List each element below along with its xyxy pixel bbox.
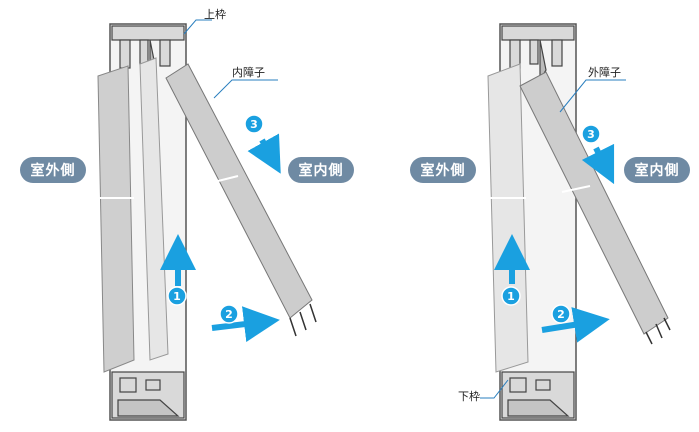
right-diagram: 1 2 3 <box>480 23 671 421</box>
svg-text:2: 2 <box>225 308 233 321</box>
left-top-frame-leader <box>183 19 212 35</box>
right-step3-badge: 3 <box>581 124 601 144</box>
left-outer-panel <box>97 65 135 373</box>
svg-text:1: 1 <box>507 290 515 303</box>
right-bottom-frame <box>501 371 575 419</box>
right-bottom-frame-leader <box>480 379 509 399</box>
left-step2-arrow <box>211 306 280 343</box>
bottom-frame-label: 下枠 <box>458 390 480 403</box>
right-step3-arrow <box>581 143 615 185</box>
right-top-frame <box>501 25 575 83</box>
top-frame-label: 上枠 <box>204 8 226 21</box>
left-inner-panel-divider <box>213 175 239 183</box>
svg-text:3: 3 <box>250 118 258 131</box>
right-step2-arrow <box>541 307 610 343</box>
left-step2-badge: 2 <box>219 304 239 324</box>
left-inner-panel-hardware <box>289 303 317 337</box>
left-inner-panel <box>165 63 313 319</box>
left-exterior-label: 室外側 <box>20 157 86 183</box>
right-outer-panel-hardware <box>645 317 671 345</box>
right-step1-badge: 1 <box>501 286 521 306</box>
outer-panel-label: 外障子 <box>588 66 621 79</box>
left-step1-badge: 1 <box>167 286 187 306</box>
svg-text:3: 3 <box>587 128 595 141</box>
right-step2-badge: 2 <box>551 304 571 324</box>
right-exterior-label: 室外側 <box>410 157 476 183</box>
left-inner-panel-leader <box>213 79 278 99</box>
right-interior-label: 室内側 <box>624 157 690 183</box>
left-interior-label: 室内側 <box>288 157 354 183</box>
left-step3-arrow <box>247 133 281 174</box>
right-outer-panel <box>519 71 669 335</box>
svg-text:2: 2 <box>557 308 565 321</box>
left-middle-sash <box>139 57 169 361</box>
left-diagram: 1 2 3 <box>97 19 317 421</box>
right-outer-panel-divider <box>561 185 591 193</box>
svg-text:1: 1 <box>173 290 181 303</box>
right-outer-panel-leader <box>559 79 626 113</box>
inner-panel-label: 内障子 <box>232 66 265 79</box>
left-bottom-frame <box>111 371 185 419</box>
left-step3-badge: 3 <box>244 114 264 134</box>
